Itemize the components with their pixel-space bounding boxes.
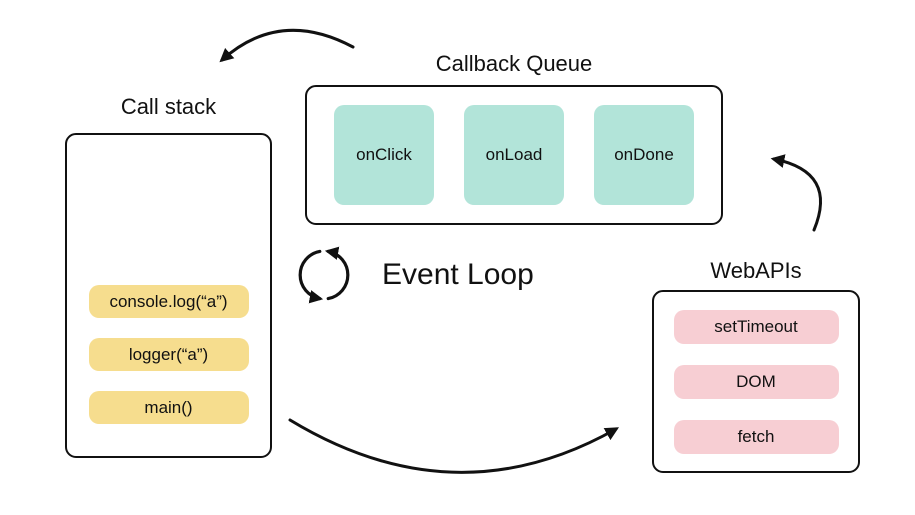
event-loop: Event Loop xyxy=(292,243,534,307)
event-loop-label: Event Loop xyxy=(382,258,534,291)
call-stack-frame: main() xyxy=(88,391,249,424)
circular-arrows-counterclockwise-icon xyxy=(298,246,350,304)
callback-queue-item: onClick xyxy=(334,105,434,205)
web-api-item: fetch xyxy=(673,419,839,454)
callback-queue-title: Callback Queue xyxy=(435,51,593,76)
web-api-item: setTimeout xyxy=(673,309,839,344)
callback-queue-item: onDone xyxy=(594,105,694,205)
web-apis-title: WebAPIs xyxy=(710,258,802,283)
web-apis-box: setTimeout DOM fetch xyxy=(652,290,860,473)
call-stack-frame: console.log(“a”) xyxy=(88,285,249,318)
callback-queue-item: onLoad xyxy=(464,105,564,205)
call-stack-box: console.log(“a”) logger(“a”) main() xyxy=(65,133,272,458)
call-stack-frame: logger(“a”) xyxy=(88,338,249,371)
call-stack-title: Call stack xyxy=(120,94,217,119)
arrow-call-stack-to-web-apis xyxy=(288,418,620,474)
arrow-web-apis-to-callback-queue xyxy=(770,154,823,232)
callback-queue-box: onClick onLoad onDone xyxy=(305,85,723,225)
web-api-item: DOM xyxy=(673,364,839,399)
